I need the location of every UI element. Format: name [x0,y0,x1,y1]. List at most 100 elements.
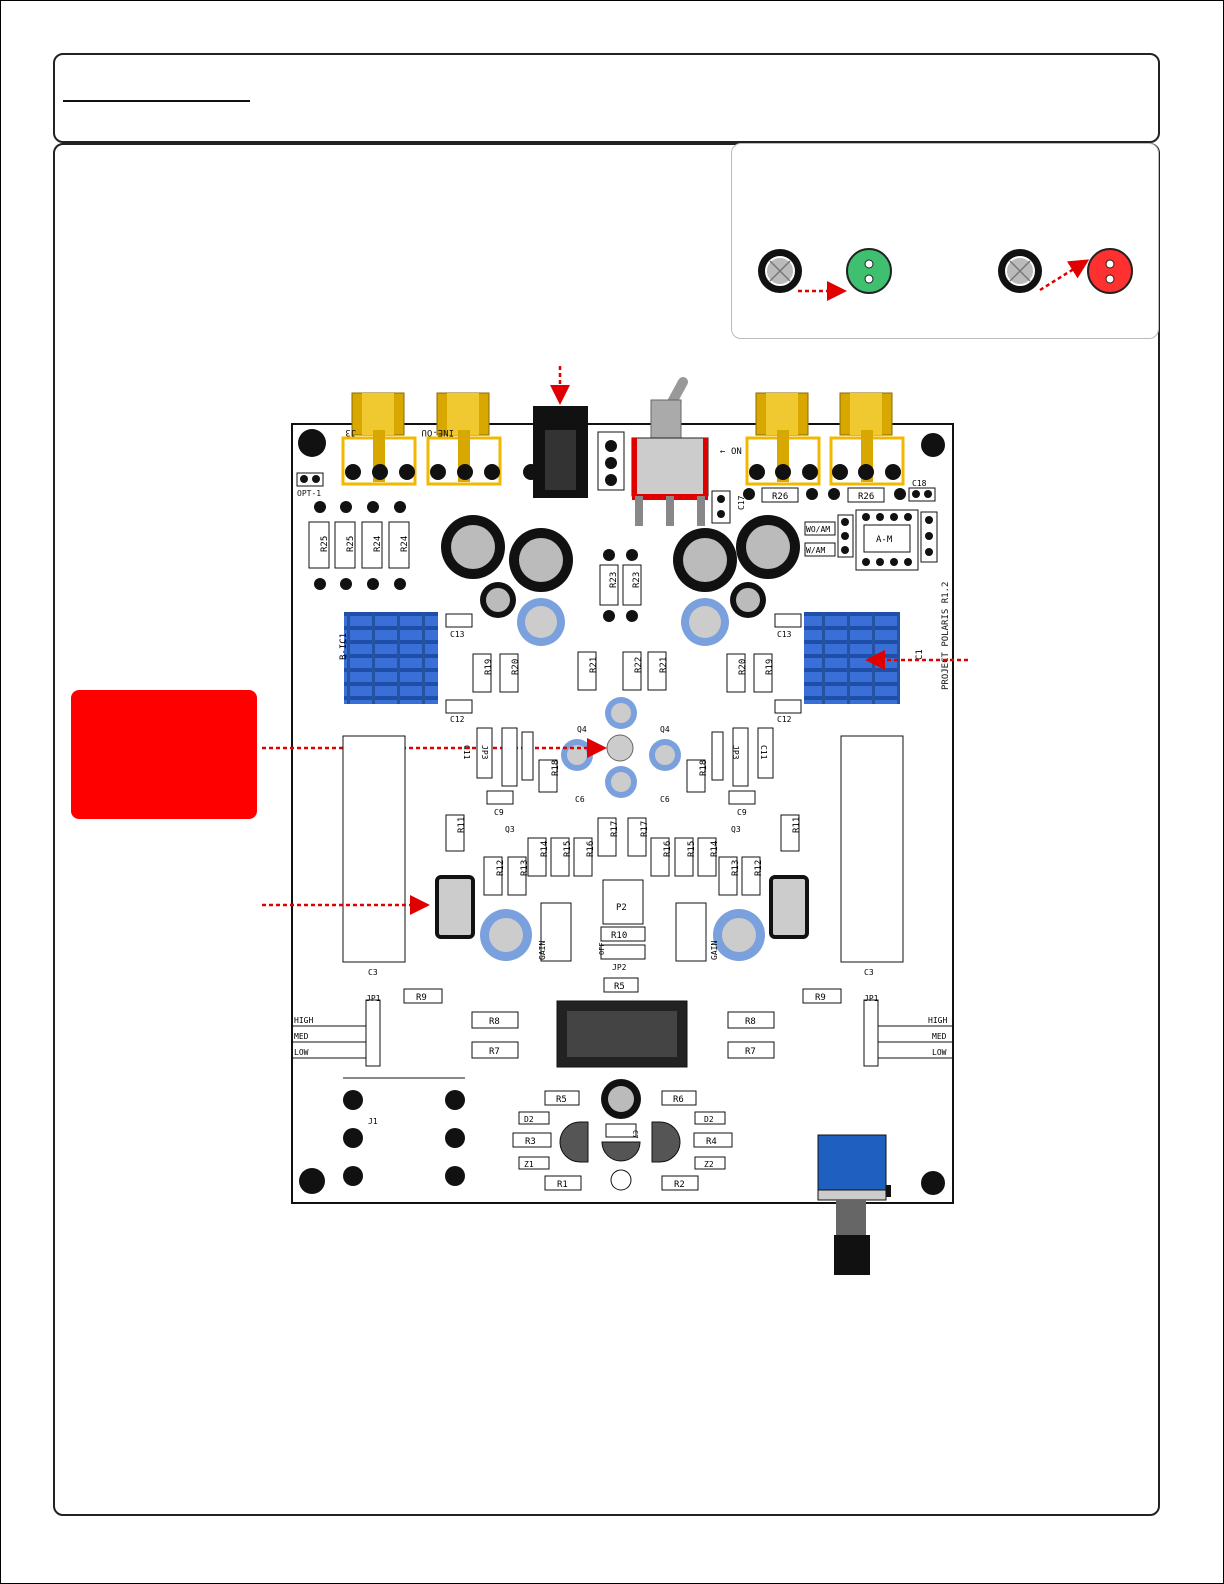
legend-panel [731,143,1159,339]
callout-box [71,690,257,819]
svg-text:R3: R3 [525,1137,536,1147]
svg-text:R26: R26 [858,492,874,502]
svg-text:R1: R1 [557,1180,568,1190]
svg-text:P2: P2 [616,903,627,913]
svg-text:R20: R20 [738,659,748,675]
regulator-left [559,1121,589,1163]
svg-text:C13: C13 [777,630,792,639]
svg-text:D2: D2 [704,1115,714,1124]
svg-text:R7: R7 [489,1047,500,1057]
svg-text:Z2: Z2 [704,1160,714,1169]
svg-text:R4: R4 [706,1137,717,1147]
svg-text:R12: R12 [496,860,506,876]
svg-text:W/AM: W/AM [806,546,825,555]
svg-text:R8: R8 [489,1017,500,1027]
svg-text:HIGH: HIGH [928,1016,947,1025]
rca-jacks-right [745,392,905,486]
svg-text:R15: R15 [563,841,573,857]
svg-text:WO/AM: WO/AM [806,525,830,534]
svg-text:C12: C12 [777,715,792,724]
svg-text:C7: C7 [631,1130,639,1138]
svg-text:JP3: JP3 [731,745,740,760]
svg-text:HIGH: HIGH [294,1016,313,1025]
legend-correct [758,248,892,301]
svg-text:Q4: Q4 [660,725,670,734]
svg-text:R10: R10 [611,931,627,941]
svg-text:R24: R24 [373,536,383,552]
cap-c3-left [342,735,406,963]
svg-text:LOW: LOW [294,1048,309,1057]
svg-text:A-M: A-M [876,535,893,545]
regulator-right [651,1121,681,1163]
cap-c3-right [840,735,904,963]
rca-jacks-left: J3 INE-OU [341,392,502,486]
svg-text:R23: R23 [609,572,619,588]
svg-text:R14: R14 [710,841,720,857]
svg-text:INE-OU: INE-OU [421,427,454,437]
red-pad-icon [1087,248,1133,294]
mounting-holes [298,429,945,1195]
svg-text:C18: C18 [912,479,927,488]
svg-text:R16: R16 [586,841,596,857]
svg-text:R5: R5 [556,1095,567,1105]
toggle-switch: ← ON [631,377,742,526]
heatsink-right [804,612,900,704]
svg-text:C9: C9 [494,808,504,817]
title-underline [63,100,250,102]
svg-text:B-IC1: B-IC1 [339,633,349,660]
film-cap-right [769,875,809,939]
svg-text:C6: C6 [575,795,585,804]
svg-text:R18: R18 [551,760,561,776]
resistors-r24-r25 [314,501,406,590]
svg-text:R6: R6 [673,1095,684,1105]
svg-text:MED: MED [294,1032,309,1041]
svg-text:R22: R22 [634,657,644,673]
svg-text:C17: C17 [737,495,746,510]
svg-text:R9: R9 [815,993,826,1003]
svg-text:R8: R8 [745,1017,756,1027]
svg-text:GAIN: GAIN [538,941,547,960]
heatsink-left [344,612,438,704]
svg-text:R12: R12 [754,860,764,876]
svg-text:GAIN: GAIN [710,941,719,960]
svg-text:R15: R15 [687,841,697,857]
svg-text:R11: R11 [792,817,802,833]
svg-text:OPT-1: OPT-1 [297,489,321,498]
dc-power-jack [523,406,588,498]
svg-text:MED: MED [932,1032,947,1041]
svg-text:R25: R25 [346,536,356,552]
large-capacitors [441,515,800,618]
svg-text:R13: R13 [520,860,530,876]
blue-capacitors [517,598,729,646]
svg-text:R14: R14 [540,841,550,857]
svg-text:C12: C12 [450,715,465,724]
svg-text:JP3: JP3 [480,745,489,760]
svg-text:C11: C11 [462,745,471,760]
svg-text:C9: C9 [737,808,747,817]
svg-text:R21: R21 [659,657,669,673]
svg-text:R19: R19 [484,659,494,675]
svg-text:R17: R17 [610,821,620,837]
svg-text:Q3: Q3 [731,825,741,834]
svg-text:JP1: JP1 [366,994,381,1003]
title-panel [53,53,1160,143]
svg-text:R5: R5 [614,982,625,992]
svg-text:PROJECT POLARIS R1.2: PROJECT POLARIS R1.2 [941,582,951,690]
svg-text:C3: C3 [864,968,874,977]
film-cap-left [435,875,475,939]
svg-text:D2: D2 [524,1115,534,1124]
svg-text:R21: R21 [589,657,599,673]
svg-text:J1: J1 [368,1117,378,1126]
svg-text:JP1: JP1 [864,994,879,1003]
svg-text:C6: C6 [660,795,670,804]
svg-text:R24: R24 [400,536,410,552]
svg-text:Z1: Z1 [524,1160,534,1169]
svg-text:R20: R20 [511,659,521,675]
svg-text:JP2: JP2 [612,963,627,972]
svg-text:R2: R2 [674,1180,685,1190]
svg-text:Q4: Q4 [577,725,587,734]
svg-text:R19: R19 [765,659,775,675]
svg-text:R23: R23 [632,572,642,588]
